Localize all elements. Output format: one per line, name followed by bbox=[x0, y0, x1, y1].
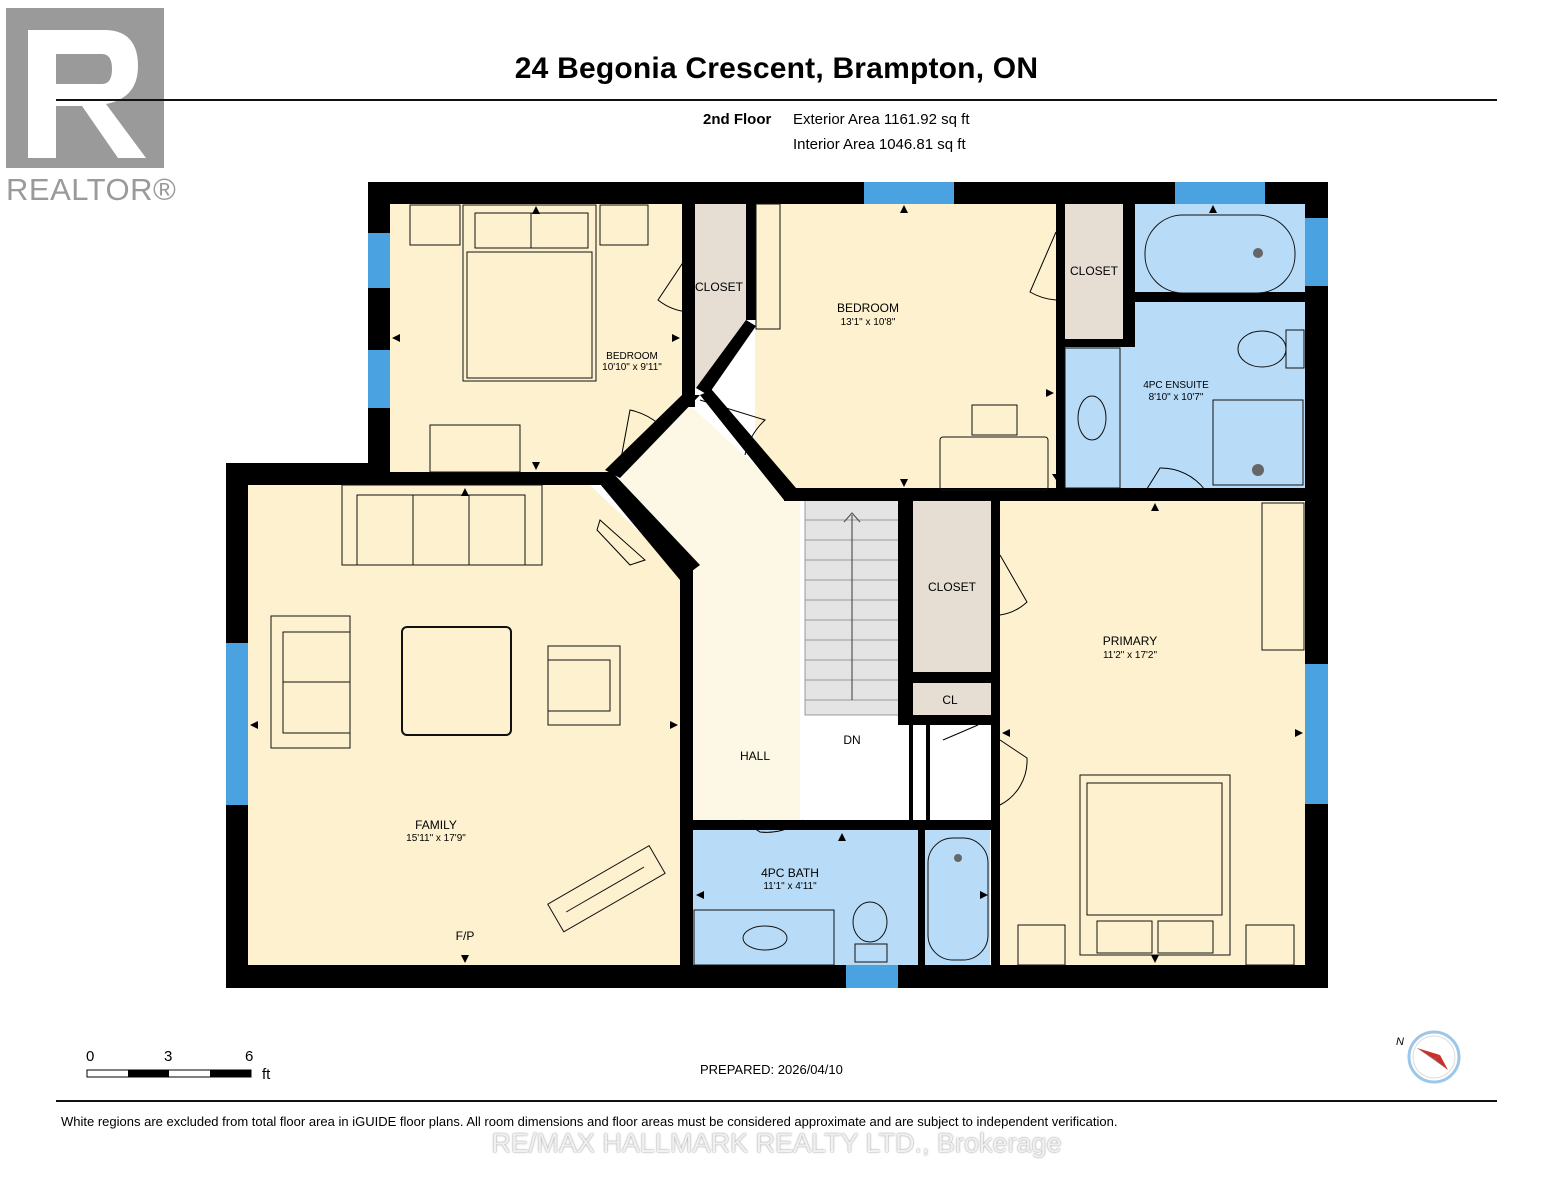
vanity-icon bbox=[1064, 347, 1121, 489]
footer-rule bbox=[56, 1100, 1497, 1102]
windows bbox=[226, 182, 1328, 988]
nightstand-icon bbox=[599, 204, 649, 246]
bathtub-icon bbox=[1144, 214, 1296, 294]
wardrobe-icon bbox=[755, 203, 781, 330]
toilet-icon bbox=[852, 901, 888, 943]
primary-room bbox=[1000, 500, 1305, 965]
property-address-title: 24 Begonia Crescent, Brampton, ON bbox=[514, 52, 1039, 85]
floor-label: 2nd Floor bbox=[703, 111, 772, 128]
cl-name: CL bbox=[942, 693, 958, 707]
ottoman-icon bbox=[401, 626, 512, 736]
scale-tick-0: 0 bbox=[86, 1048, 95, 1065]
vanity-icon bbox=[693, 909, 835, 966]
sink-icon bbox=[742, 925, 788, 951]
hall-name: HALL bbox=[740, 749, 770, 763]
chair-icon bbox=[971, 404, 1018, 436]
stairs-dn-label: DN bbox=[843, 733, 860, 747]
closet-3-name: CLOSET bbox=[928, 580, 977, 594]
ensuite-dims: 8'10" x 10'7" bbox=[1149, 392, 1204, 403]
bath-name: 4PC BATH bbox=[761, 866, 819, 880]
dimension-arrows bbox=[250, 205, 1303, 963]
doors bbox=[596, 231, 1206, 833]
prepared-date: PREPARED: 2026/04/10 bbox=[700, 1062, 843, 1077]
furniture bbox=[270, 203, 1305, 966]
dresser-icon bbox=[1261, 502, 1305, 651]
cl-closet bbox=[909, 683, 991, 718]
nightstand-icon bbox=[1245, 924, 1295, 966]
scale-tick-3: 3 bbox=[164, 1048, 173, 1065]
shower-icon bbox=[1212, 399, 1304, 486]
compass-icon: N bbox=[1396, 1030, 1461, 1084]
closet-2 bbox=[1065, 202, 1123, 339]
bath-dims: 11'1" x 4'11" bbox=[763, 881, 817, 892]
room-labels: BEDROOM 10'10" x 9'11" BEDROOM 13'1" x 1… bbox=[406, 264, 1209, 943]
bathtub-icon bbox=[927, 837, 989, 961]
primary-name: PRIMARY bbox=[1103, 634, 1157, 648]
closet-2-name: CLOSET bbox=[1070, 264, 1119, 278]
exterior-area: Exterior Area 1161.92 sq ft bbox=[793, 111, 970, 128]
primary-dims: 11'2" x 17'2" bbox=[1103, 650, 1158, 661]
walls bbox=[226, 182, 1328, 988]
disclaimer-text: White regions are excluded from total fl… bbox=[61, 1114, 1118, 1129]
bedroom-nw-name: BEDROOM bbox=[606, 351, 658, 362]
header-rule bbox=[56, 99, 1497, 101]
interior-area: Interior Area 1046.81 sq ft bbox=[793, 136, 966, 153]
dresser-icon bbox=[429, 424, 521, 473]
scale-bar-graphic bbox=[86, 1069, 252, 1078]
scale-tick-6: 6 bbox=[245, 1048, 254, 1065]
bedroom-n-name: BEDROOM bbox=[837, 301, 899, 315]
nightstand-icon bbox=[409, 204, 461, 246]
tv-console-icon bbox=[547, 844, 666, 933]
bedroom-nw-dims: 10'10" x 9'11" bbox=[602, 362, 662, 373]
family-name: FAMILY bbox=[415, 818, 457, 832]
sink-icon bbox=[1077, 395, 1107, 441]
ensuite-name: 4PC ENSUITE bbox=[1143, 380, 1209, 391]
realtor-r-logo bbox=[6, 8, 164, 168]
fireplace-label: F/P bbox=[456, 929, 475, 943]
closet-3 bbox=[913, 500, 991, 672]
desk-icon bbox=[939, 436, 1049, 491]
bed-icon bbox=[462, 204, 597, 382]
family-dims: 15'11" x 17'9" bbox=[406, 833, 466, 844]
bed-sheet-icon bbox=[466, 251, 593, 379]
bedroom-n bbox=[755, 202, 1058, 490]
family-room bbox=[247, 485, 690, 965]
nightstand-icon bbox=[1017, 924, 1066, 966]
compass-north-label: N bbox=[1396, 1036, 1404, 1048]
bath bbox=[693, 830, 990, 965]
scale-unit: ft bbox=[262, 1066, 271, 1083]
stairs bbox=[804, 499, 901, 716]
bedroom-n-dims: 13'1" x 10'8" bbox=[841, 317, 896, 328]
brokerage-watermark: RE/MAX HALLMARK REALTY LTD., Brokerage bbox=[491, 1128, 1062, 1158]
realtor-logo-text: REALTOR® bbox=[6, 172, 177, 207]
closet-1-name: CLOSET bbox=[695, 280, 744, 294]
